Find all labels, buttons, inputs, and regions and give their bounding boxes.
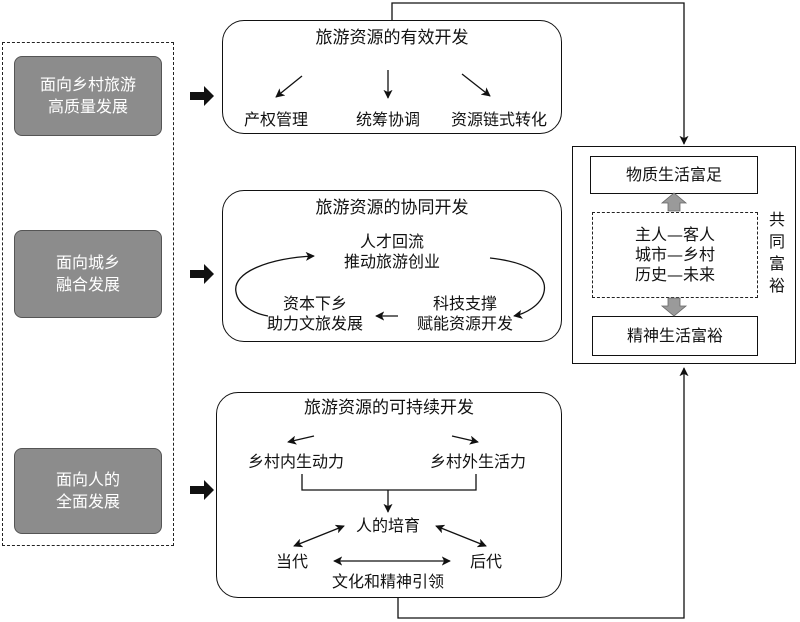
- panel2-top-line2: 推动旅游创业: [343, 252, 440, 271]
- panel3-title: 旅游资源的可持续开发: [304, 398, 474, 418]
- relations-dashed-box: [592, 212, 758, 298]
- connector-bottom-to-right-panel: [397, 367, 689, 619]
- label-rural-tourism-line1: 面向乡村旅游: [39, 75, 136, 94]
- panel3-contemporary: 当代: [275, 552, 308, 571]
- block-arrow-2: [190, 264, 214, 284]
- common-prosperity-char-3: 富: [768, 254, 785, 273]
- p3-arrow-right-diag: [435, 524, 487, 548]
- label-rural-tourism-box: 面向乡村旅游 高质量发展: [14, 56, 162, 136]
- p1-arrow-right: [461, 73, 491, 97]
- block-arrow-3: [190, 480, 214, 500]
- label-urban-rural-line1: 面向城乡: [55, 253, 120, 272]
- p1-arrow-left: [275, 75, 303, 98]
- label-rural-tourism-line2: 高质量发展: [47, 97, 128, 116]
- common-prosperity-char-2: 同: [768, 232, 785, 251]
- spiritual-prosperity-box: 精神生活富裕: [592, 316, 758, 356]
- panel2-left-line2: 助力文旅发展: [266, 314, 363, 333]
- panel1-item-property: 产权管理: [243, 110, 308, 129]
- panel1-item-chain-conversion: 资源链式转化: [450, 110, 547, 129]
- p3-arrow-top-left: [287, 435, 315, 445]
- p2-cycle-right: [489, 257, 546, 319]
- common-prosperity-char-1: 共: [768, 210, 785, 229]
- material-prosperity-box: 物质生活富足: [590, 156, 758, 194]
- label-human-development-line1: 面向人的: [55, 470, 120, 489]
- panel2-left-line1: 资本下乡: [282, 294, 347, 313]
- p3-arrow-top-right: [451, 435, 479, 445]
- gray-up-arrow: [660, 192, 688, 212]
- panel2-right-line1: 科技支撑: [432, 294, 497, 313]
- panel3-internal-driver: 乡村内生动力: [247, 452, 344, 471]
- label-urban-rural-line2: 融合发展: [55, 275, 120, 294]
- p2-cycle-top-left: [235, 251, 315, 317]
- panel-coordinated-development: [222, 190, 562, 342]
- p3-merge-bracket: [301, 474, 477, 491]
- relation-host-guest: 主人—客人: [634, 225, 715, 244]
- panel-effective-development: [222, 20, 562, 134]
- relation-urban-rural: 城市—乡村: [634, 245, 715, 264]
- label-human-development-box: 面向人的 全面发展: [14, 448, 162, 534]
- common-prosperity-char-4: 裕: [768, 276, 785, 295]
- block-arrow-1: [190, 86, 214, 106]
- panel1-item-coordination: 统筹协调: [355, 110, 420, 129]
- left-dashed-container: [2, 42, 174, 546]
- p3-arrow-left-diag: [293, 524, 345, 548]
- panel1-title: 旅游资源的有效开发: [315, 28, 469, 48]
- label-human-development-line2: 全面发展: [55, 492, 120, 511]
- panel2-title: 旅游资源的协同开发: [315, 198, 469, 218]
- relation-past-future: 历史—未来: [634, 265, 715, 284]
- panel2-right-line2: 赋能资源开发: [416, 314, 513, 333]
- panel3-culture-spirit: 文化和精神引领: [331, 572, 444, 591]
- label-urban-rural-box: 面向城乡 融合发展: [14, 230, 162, 318]
- panel3-external-vitality: 乡村外生活力: [429, 452, 526, 471]
- panel3-future-generations: 后代: [469, 552, 502, 571]
- panel2-top-line1: 人才回流: [359, 232, 424, 251]
- connector-top-to-right-panel: [391, 2, 689, 145]
- gray-down-arrow: [660, 297, 688, 317]
- panel3-human-cultivation: 人的培育: [355, 516, 420, 535]
